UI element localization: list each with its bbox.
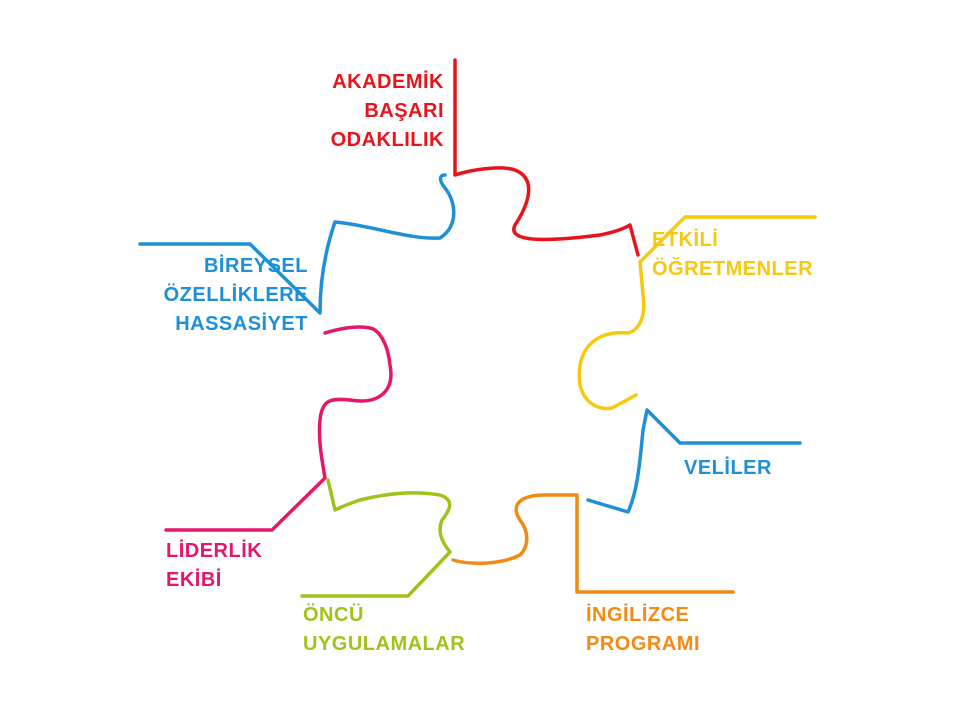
label-line: AKADEMİK	[332, 71, 444, 93]
label-bireysel-ozelliklere-hassasiyet: BİREYSEL ÖZELLİKLERE HASSASİYET	[164, 252, 308, 339]
label-ingilizce-programi: İNGİLİZCE PROGRAMI	[586, 601, 700, 659]
label-line: PROGRAMI	[586, 633, 700, 655]
connector-bireysel	[138, 173, 456, 315]
label-oncu-uygulamalar: ÖNCÜ UYGULAMALAR	[303, 601, 465, 659]
label-line: BİREYSEL	[203, 255, 308, 277]
label-line: İNGİLİZCE	[586, 604, 690, 626]
label-line: ÖĞRETMENLER	[652, 258, 814, 280]
label-line: ÖZELLİKLERE	[163, 284, 308, 306]
label-line: UYGULAMALAR	[303, 633, 466, 655]
connector-etkili	[577, 215, 817, 411]
connector-liderlik	[164, 325, 393, 532]
connector-akademik	[453, 58, 640, 257]
connector-oncu	[300, 478, 452, 598]
label-akademik-basari-odaklilik: AKADEMİK BAŞARI ODAKLILIK	[331, 68, 444, 155]
label-liderlik-ekibi: LİDERLİK EKİBİ	[166, 537, 262, 595]
label-line: HASSASİYET	[175, 313, 308, 335]
label-line: EKİBİ	[166, 569, 222, 591]
label-veliler: VELİLER	[684, 454, 772, 483]
connector-ingilizce	[451, 493, 735, 594]
label-line: LİDERLİK	[166, 540, 263, 562]
label-etkili-ogretmenler: ETKİLİ ÖĞRETMENLER	[652, 226, 813, 284]
label-line: BAŞARI	[364, 100, 444, 122]
label-line: ÖNCÜ	[303, 604, 364, 626]
label-line: ODAKLILIK	[330, 129, 444, 151]
connector-veliler	[586, 408, 802, 514]
label-line: ETKİLİ	[652, 229, 719, 251]
label-line: VELİLER	[684, 457, 772, 479]
